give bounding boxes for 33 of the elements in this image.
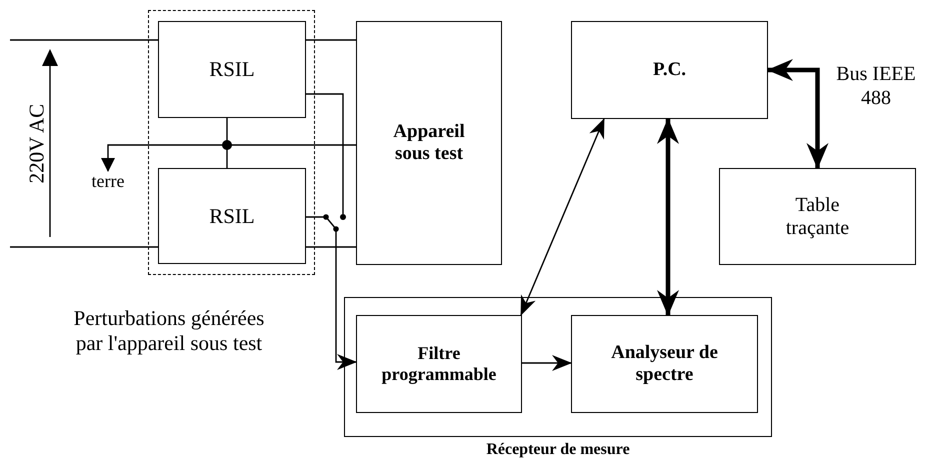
process-box <box>356 315 522 413</box>
process-box <box>571 21 768 119</box>
arrow <box>657 118 679 316</box>
node-label: Analyseur de spectre <box>610 342 719 386</box>
process-box <box>571 315 758 413</box>
bus-label: Bus IEEE 488 <box>835 62 917 110</box>
wire <box>306 39 356 41</box>
voltage-label: 220V AC <box>24 102 50 186</box>
process-box <box>719 168 916 265</box>
arrow <box>520 118 605 316</box>
process-box <box>356 21 502 265</box>
dashed-enclosure <box>148 10 315 275</box>
wire <box>10 246 158 248</box>
annotation-text: Perturbations générées par l'appareil sous test <box>72 306 266 356</box>
wire <box>226 118 228 168</box>
process-box <box>158 21 306 118</box>
wire <box>306 246 356 248</box>
node-label: RSIL <box>209 57 255 82</box>
switch-contact-dot <box>340 214 346 220</box>
group-heading: Récepteur de mesure <box>485 441 631 460</box>
arrow <box>306 216 357 370</box>
node-label: Table traçante <box>784 194 850 240</box>
node-label: terre <box>88 170 128 192</box>
node-label: Filtre programmable <box>380 343 498 385</box>
node-label: RSIL <box>209 204 255 228</box>
wire <box>10 39 158 41</box>
arrow <box>767 59 828 169</box>
node-label: P.C. <box>652 59 686 81</box>
arrow <box>522 355 572 371</box>
node-label: Appareil sous test <box>392 121 466 165</box>
wire <box>306 93 344 214</box>
arrow <box>101 144 356 172</box>
process-box <box>158 168 306 264</box>
